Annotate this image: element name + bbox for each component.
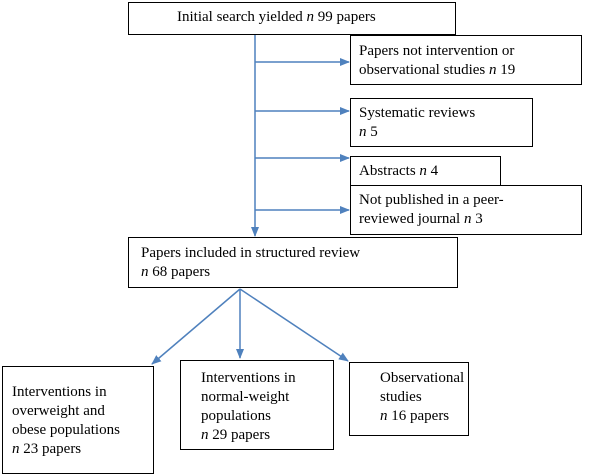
excluded-not-studies-box: Papers not intervention or observational… [350, 35, 582, 85]
initial-search-text: Initial search yielded n 99 papers [177, 9, 376, 25]
normal-weight-interventions-count: n 29 papers [201, 427, 271, 443]
excluded-not-peer-reviewed-line-2: reviewed journal n 3 [359, 211, 483, 227]
excluded-abstracts-box: Abstracts n 4 [350, 156, 501, 186]
excluded-abstracts-text: Abstracts n 4 [359, 163, 439, 179]
excluded-systematic-reviews-count: n 5 [359, 124, 378, 140]
overweight-interventions-count: n 23 papers [12, 441, 82, 457]
excluded-not-studies-line-1: Papers not intervention or [359, 43, 515, 59]
observational-studies-count: n 16 papers [380, 408, 450, 424]
initial-search-box: Initial search yielded n 99 papers [128, 2, 456, 35]
observational-studies-line-2: studies [380, 389, 422, 405]
overweight-interventions-box: Interventions in overweight and obese po… [2, 366, 154, 474]
normal-weight-interventions-box: Interventions in normal-weight populatio… [180, 360, 334, 450]
included-papers-box: Papers included in structured review n 6… [128, 237, 458, 288]
excluded-systematic-reviews-box: Systematic reviews n 5 [350, 98, 533, 147]
branch-arrow-overweight [151, 288, 241, 365]
included-papers-label: Papers included in structured review [141, 245, 361, 261]
branch-arrow-observational [239, 288, 349, 362]
overweight-interventions-line-3: obese populations [12, 422, 120, 438]
normal-weight-interventions-line-2: normal-weight [201, 389, 290, 405]
included-papers-count: n 68 papers [141, 264, 211, 280]
observational-studies-box: Observational studies n 16 papers [349, 362, 469, 436]
excluded-not-studies-line-2: observational studies n 19 [359, 62, 516, 78]
overweight-interventions-line-1: Interventions in [12, 384, 107, 400]
excluded-not-peer-reviewed-line-1: Not published in a peer- [359, 192, 504, 208]
normal-weight-interventions-line-3: populations [201, 408, 271, 424]
excluded-not-peer-reviewed-box: Not published in a peer- reviewed journa… [350, 185, 582, 235]
overweight-interventions-line-2: overweight and [12, 403, 105, 419]
normal-weight-interventions-line-1: Interventions in [201, 370, 296, 386]
excluded-systematic-reviews-label: Systematic reviews [359, 105, 476, 121]
observational-studies-line-1: Observational [380, 370, 465, 386]
